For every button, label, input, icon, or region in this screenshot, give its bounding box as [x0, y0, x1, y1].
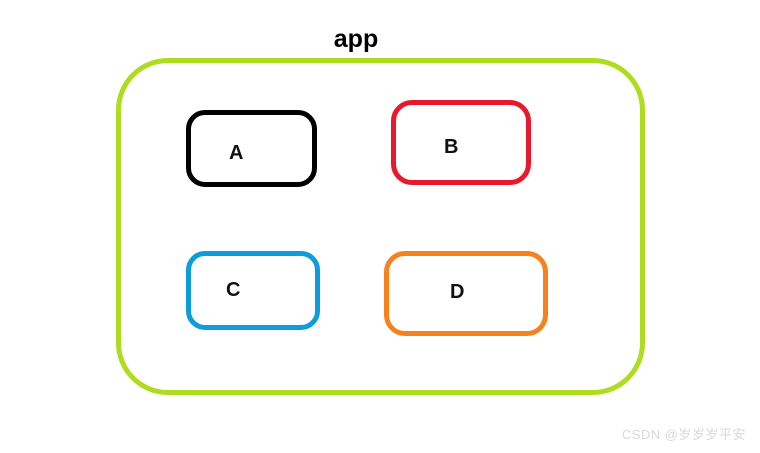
module-box-d[interactable] — [384, 251, 548, 336]
module-label-b: B — [444, 136, 459, 158]
module-box-c[interactable] — [186, 251, 320, 330]
app-container-boundary — [116, 58, 645, 395]
module-label-a: A — [229, 142, 244, 164]
watermark: CSDN @岁岁岁平安 — [621, 427, 746, 442]
page-title: app — [333, 25, 379, 53]
module-box-a[interactable] — [186, 110, 317, 187]
module-label-d: D — [450, 281, 465, 303]
module-label-c: C — [226, 279, 241, 301]
module-box-b[interactable] — [391, 100, 531, 185]
